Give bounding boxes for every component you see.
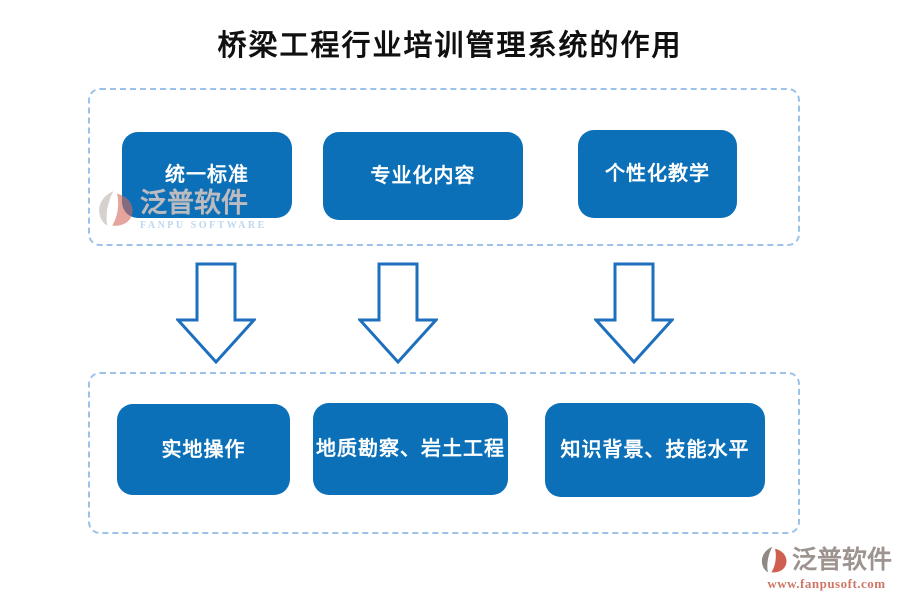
fanpu-logo-icon	[761, 546, 787, 573]
top-box-professional-content: 专业化内容	[323, 132, 523, 220]
top-group-container	[88, 88, 800, 246]
bottom-group-container	[88, 372, 800, 534]
bottom-box-knowledge-skill: 知识背景、技能水平	[545, 403, 765, 497]
bottom-box-field-operation: 实地操作	[117, 404, 290, 495]
down-arrow-icon	[176, 262, 256, 365]
bottom-box-label: 地质勘察、岩土工程	[316, 438, 505, 460]
watermark-bottom: 泛普软件 www.fanpusoft.com	[761, 546, 892, 592]
watermark-brand-cn: 泛普软件	[791, 546, 892, 574]
bottom-box-label: 实地操作	[161, 438, 246, 461]
down-arrow-icon	[594, 262, 674, 365]
top-box-personalized-teaching: 个性化教学	[578, 130, 737, 218]
top-box-unified-standard: 统一标准	[122, 132, 292, 218]
top-box-label: 个性化教学	[605, 163, 710, 185]
bottom-box-geological-survey: 地质勘察、岩土工程	[313, 403, 508, 495]
watermark-brand-row: 泛普软件	[761, 546, 892, 574]
down-arrow-icon	[358, 262, 438, 365]
bottom-box-label: 知识背景、技能水平	[560, 439, 750, 461]
watermark-url: www.fanpusoft.com	[767, 576, 886, 591]
top-box-label: 统一标准	[165, 164, 249, 186]
top-box-label: 专业化内容	[370, 165, 476, 187]
page-title: 桥梁工程行业培训管理系统的作用	[217, 30, 683, 62]
